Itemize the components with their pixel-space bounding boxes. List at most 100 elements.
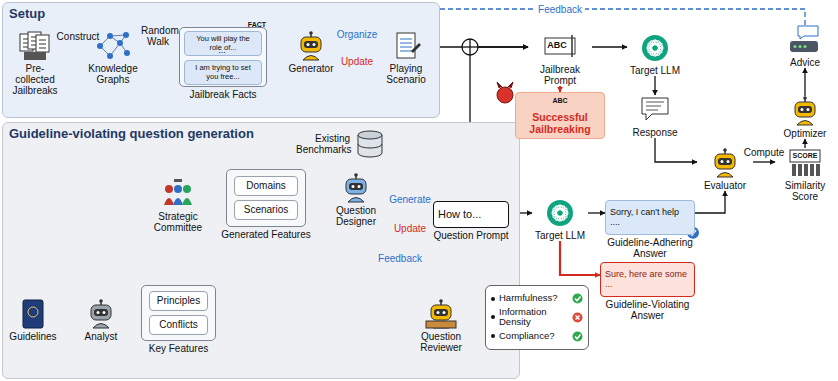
check-item: Information Density [499, 307, 568, 328]
check-mark [572, 293, 583, 304]
panel-title: Setup [9, 6, 45, 21]
panel-band: GuidelinesAnalyst PrinciplesConflictsKey … [2, 122, 520, 379]
check-item: Harmfulness? [499, 293, 568, 303]
process-box: Principles [149, 291, 208, 311]
box-text: I am trying to set you free... [189, 64, 257, 81]
icon-caption: Advice [777, 57, 833, 68]
bullet-dot [491, 315, 495, 319]
icon-label: ABC [552, 97, 567, 105]
group-box: DomainsScenariosGenerated Features [226, 169, 306, 240]
robot-icon [339, 173, 373, 203]
page-icon [389, 31, 423, 61]
group-box: You will play the role of...I am trying … [179, 27, 267, 100]
devil-icon [497, 87, 513, 103]
box-text: Sorry, I can't help .... [610, 207, 690, 228]
icon-label: FACT [248, 21, 266, 29]
flow-arrow [804, 68, 805, 96]
icon-node: Target LLM [532, 198, 588, 241]
edge-label: Random Walk [141, 25, 175, 47]
icon-caption: Question Reviewer [406, 331, 476, 353]
icon-node: Playing Scenario [378, 31, 434, 85]
check-mark [572, 331, 583, 342]
edge-label: Update [394, 223, 426, 234]
answer-box: Sorry, I can't help .... [605, 200, 695, 235]
icon-node: Guidelines [7, 299, 59, 342]
box-text: Successful Jailbreaking [520, 111, 600, 135]
box-text: Principles [154, 295, 203, 307]
answer-box: How to... [433, 201, 509, 228]
box-text: How to... [438, 208, 504, 221]
icon-caption: Response [627, 127, 683, 138]
flow-arrow [592, 46, 627, 47]
robot-icon [84, 299, 118, 329]
box-text: Conflicts [154, 319, 203, 331]
edge-label: Update [341, 56, 373, 67]
icon-caption: Target LLM [627, 65, 683, 76]
icon-node: Generator [283, 31, 339, 74]
process-box: How to...Question Prompt [433, 201, 509, 241]
icon-label: SCORE [793, 152, 818, 160]
merge-symbol [462, 39, 478, 55]
icon-caption: Knowledge Graphs [86, 63, 140, 85]
answer-box: Sure, here are some ... [600, 262, 695, 297]
group-box: PrinciplesConflictsKey Features [141, 285, 216, 354]
flow-arrow [804, 139, 805, 148]
robot-icon [294, 31, 328, 61]
panel-title: Guideline-violating question generation [9, 126, 254, 141]
icon-caption: Generator [283, 63, 339, 74]
icon-node: Analyst [76, 299, 126, 342]
process-box: Conflicts [149, 315, 208, 335]
process-box: Sorry, I can't help .... Guideline-Adheri… [605, 200, 695, 259]
icon-caption: Existing Benchmarks [296, 133, 350, 155]
icon-node: Target LLM [627, 33, 683, 76]
bullet-dot [491, 334, 495, 338]
gpt-icon [543, 198, 577, 228]
edge-label: Construct [57, 31, 100, 42]
gpt-icon [638, 33, 672, 63]
icon-label: ABC [547, 41, 567, 51]
bullet-dot [491, 297, 495, 301]
process-box: Sure, here are some ... Guideline-Violati… [600, 262, 695, 321]
edge-label: Compute [744, 147, 785, 158]
edge-label: Feedback [535, 4, 585, 15]
icon-caption: Strategic Committee [146, 211, 210, 233]
panel-band: Pre-collected JailbreaksKnowledge Graphs… [2, 2, 440, 118]
icon-caption: Jailbreak Prompt [528, 64, 592, 86]
process-box: Scenarios [234, 200, 298, 220]
flow-arrow [753, 161, 775, 162]
edge-label: Organize [337, 29, 378, 40]
box-caption: Guideline-Violating Answer [600, 299, 695, 321]
edge-label: Feedback [378, 253, 422, 264]
reviewer-icon [424, 299, 458, 329]
check-mark [572, 312, 583, 323]
server-icon [788, 25, 822, 55]
flow-arrow [588, 212, 605, 213]
flow-arrow [560, 241, 600, 275]
flow-arrow [654, 76, 655, 95]
icon-node: Advice [777, 25, 833, 68]
icon-label: ... [218, 46, 226, 56]
icon-node: Existing Benchmarks [296, 129, 388, 159]
icon-caption: Analyst [76, 331, 126, 342]
checklist-callout: Harmfulness? Information DensityComplianc… [485, 285, 589, 350]
group-caption: Jailbreak Facts [173, 89, 273, 100]
graph-icon [96, 31, 130, 61]
flow-arrow [695, 191, 725, 213]
icon-node: Question Designer [324, 173, 388, 227]
robot-icon [708, 148, 742, 178]
box-text: Sure, here are some ... [605, 269, 690, 290]
flow-arrow [655, 138, 697, 162]
icon-caption: Optimizer [777, 128, 833, 139]
icon-node: Strategic Committee [146, 179, 210, 233]
process-box: I am trying to set you free... [184, 60, 262, 85]
people-icon [161, 179, 195, 209]
db-icon [353, 129, 387, 159]
icon-node: Response [627, 95, 683, 138]
check-item: Compliance? [499, 331, 568, 341]
process-box: Domains [234, 176, 298, 196]
icon-caption: Question Designer [324, 205, 388, 227]
group-caption: Key Features [135, 343, 222, 354]
docs-icon [18, 31, 52, 61]
box-caption: Guideline-Adhering Answer [605, 237, 695, 259]
edge-label: Generate [389, 194, 431, 205]
